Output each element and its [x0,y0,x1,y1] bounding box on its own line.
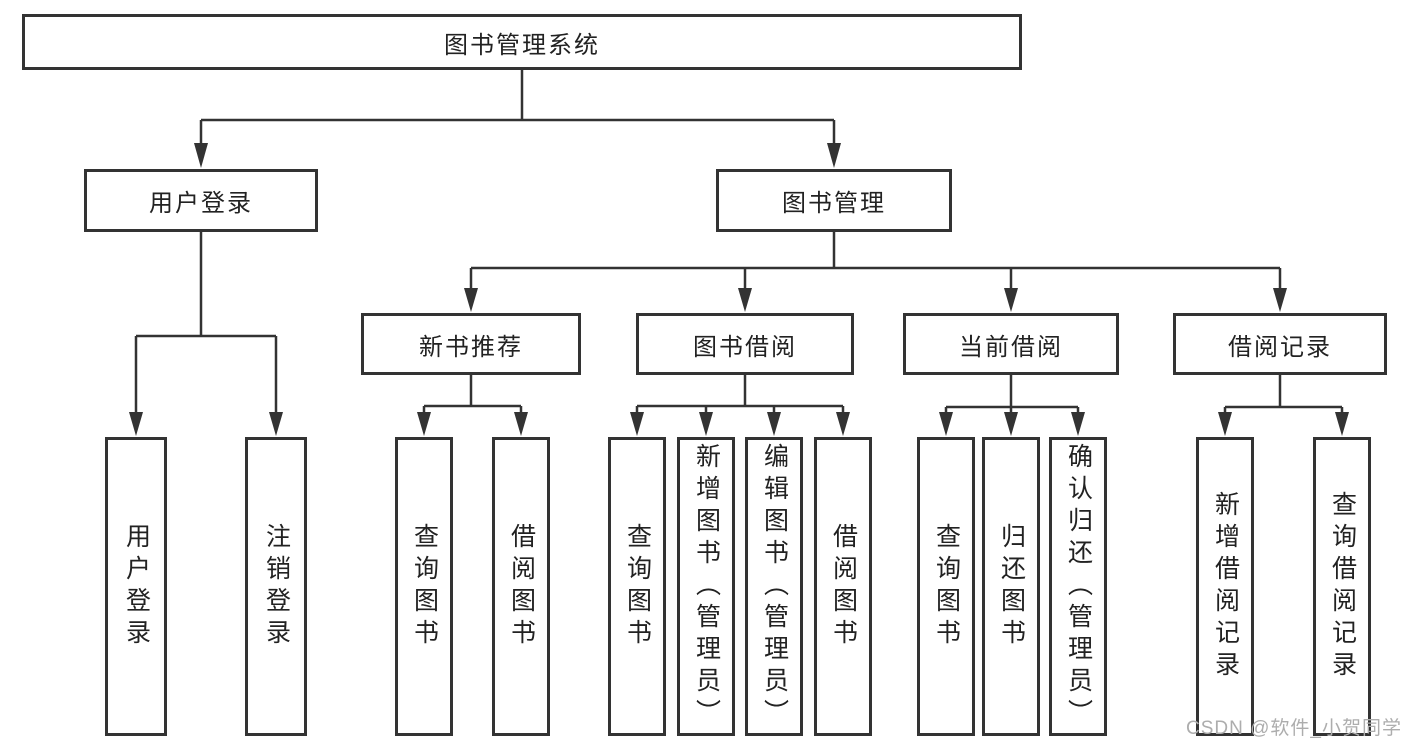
leaf-borrow-books: 借阅图书 [814,437,872,736]
connector-mgmt-to-level3 [469,232,1282,290]
node-user-login-label: 用户登录 [149,190,253,217]
node-book-management-label: 图书管理 [782,190,886,217]
leaf-query-borrow-record-label: 查询借阅记录 [1328,490,1357,683]
node-new-book-recommend-label: 新书推荐 [419,333,523,361]
leaf-user-login-label: 用户登录 [122,522,151,651]
leaf-borrow-books-recommend: 借阅图书 [492,437,550,736]
node-root-system: 图书管理系统 [22,14,1022,70]
csdn-watermark: CSDN @软件_小贺同学 [1186,718,1402,739]
node-book-borrowing-label: 图书借阅 [693,333,797,361]
leaf-borrow-books-label: 借阅图书 [829,522,858,651]
node-borrowing-records-label: 借阅记录 [1228,333,1332,361]
leaf-query-books-current: 查询图书 [917,437,975,736]
leaf-add-borrow-record-label: 新增借阅记录 [1211,490,1240,683]
leaf-return-book-label: 归还图书 [997,522,1026,651]
leaf-query-books-recommend-label: 查询图书 [410,522,439,651]
leaf-edit-book-admin-label: 编辑图书（管理员） [760,442,789,731]
leaf-return-book: 归还图书 [982,437,1040,736]
leaf-logout-label: 注销登录 [262,522,291,651]
node-root-system-label: 图书管理系统 [444,31,600,59]
leaf-confirm-return-admin-label: 确认归还（管理员） [1064,442,1093,731]
leaf-add-book-admin-label: 新增图书（管理员） [692,442,721,731]
leaf-query-books-recommend: 查询图书 [395,437,453,736]
connector-records-to-leaves [1223,375,1344,415]
node-new-book-recommend: 新书推荐 [361,313,581,375]
node-book-management: 图书管理 [716,169,952,232]
node-current-borrowing: 当前借阅 [903,313,1119,375]
leaf-edit-book-admin: 编辑图书（管理员） [745,437,803,736]
connector-newbook-to-leaves [422,375,523,415]
leaf-query-borrow-record: 查询借阅记录 [1313,437,1371,736]
leaf-confirm-return-admin: 确认归还（管理员） [1049,437,1107,736]
leaf-add-book-admin: 新增图书（管理员） [677,437,735,736]
leaf-logout: 注销登录 [245,437,307,736]
leaf-query-books-borrow: 查询图书 [608,437,666,736]
node-user-login: 用户登录 [84,169,318,232]
leaf-query-books-borrow-label: 查询图书 [623,522,652,651]
connector-login-to-leaves [134,232,278,415]
leaf-borrow-books-recommend-label: 借阅图书 [507,522,536,651]
node-current-borrowing-label: 当前借阅 [959,333,1063,361]
connector-root-to-level2 [199,70,836,146]
connector-current-to-leaves [944,375,1080,415]
node-borrowing-records: 借阅记录 [1173,313,1387,375]
leaf-query-books-current-label: 查询图书 [932,522,961,651]
leaf-add-borrow-record: 新增借阅记录 [1196,437,1254,736]
leaf-user-login: 用户登录 [105,437,167,736]
node-book-borrowing: 图书借阅 [636,313,854,375]
connector-borrow-to-leaves [635,375,845,415]
